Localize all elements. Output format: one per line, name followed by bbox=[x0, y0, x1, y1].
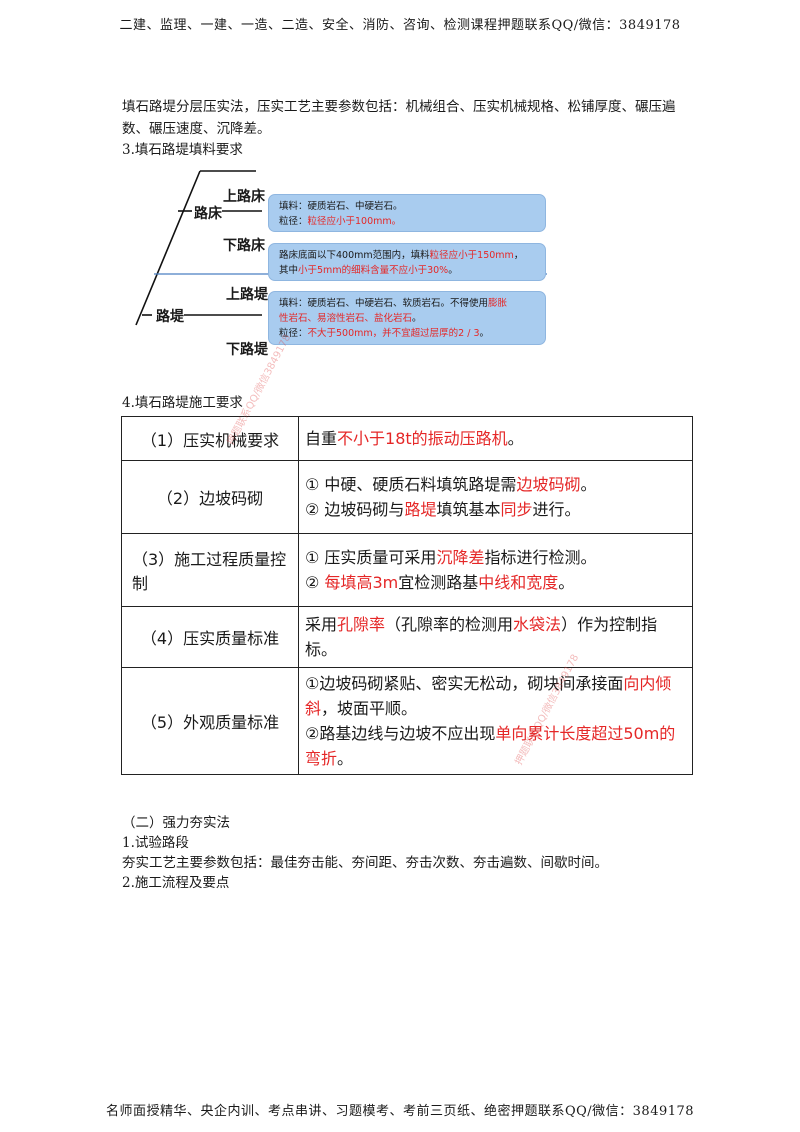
row-value: 自重不小于18t的振动压路机。 bbox=[298, 416, 693, 461]
table-row: （3）施工过程质量控制 ① 压实质量可采用沉降差指标进行检测。 ② 每填高3m宜… bbox=[121, 533, 693, 607]
row-key: （5）外观质量标准 bbox=[121, 667, 299, 775]
fill-requirements-diagram: 上路床 路床 下路床 上路堤 路堤 下路堤 填料：硬质岩石、中硬岩石。 粒径：粒… bbox=[122, 163, 562, 363]
row-value: ① 中硬、硬质石料填筑路堤需边坡码砌。 ② 边坡码砌与路堤填筑基本同步进行。 bbox=[298, 460, 693, 534]
page-header: 二建、监理、一建、一造、二造、安全、消防、咨询、检测课程押题联系QQ/微信：38… bbox=[119, 18, 681, 33]
subgrade-label: 路床 bbox=[194, 206, 222, 222]
construction-requirements-table: （1）压实机械要求 自重不小于18t的振动压路机。 （2）边坡码砌 ① 中硬、硬… bbox=[121, 416, 693, 775]
row-key: （3）施工过程质量控制 bbox=[121, 533, 299, 607]
lower-subgrade-fill-box: 路床底面以下400mm范围内，填料粒径应小于150mm， 其中小于5mm的细料含… bbox=[268, 243, 546, 281]
row-value: 采用孔隙率（孔隙率的检测用水袋法）作为控制指标。 bbox=[298, 606, 693, 668]
section-dynamic-title: （二）强力夯实法 bbox=[122, 815, 230, 831]
upper-subgrade-label: 上路床 bbox=[223, 189, 265, 205]
row-value: ①边坡码砌紧贴、密实无松动，砌块间承接面向内倾斜，坡面平顺。 ②路基边线与边坡不… bbox=[298, 667, 693, 775]
upper-embankment-label: 上路堤 bbox=[226, 287, 268, 303]
table-row: （4）压实质量标准 采用孔隙率（孔隙率的检测用水袋法）作为控制指标。 bbox=[121, 606, 693, 668]
table-row: （1）压实机械要求 自重不小于18t的振动压路机。 bbox=[121, 416, 693, 461]
embankment-fill-box: 填料：硬质岩石、中硬岩石、软质岩石。不得使用膨胀 性岩石、易溶性岩石、盐化岩石。… bbox=[268, 291, 546, 345]
trial-section-title: 1.试验路段 bbox=[122, 835, 189, 851]
row-key: （4）压实质量标准 bbox=[121, 606, 299, 668]
intro-paragraph: 填石路堤分层压实法，压实工艺主要参数包括：机械组合、压实机械规格、松铺厚度、碾压… bbox=[122, 99, 676, 137]
lower-embankment-label: 下路堤 bbox=[226, 342, 268, 358]
page-footer: 名师面授精华、央企内训、考点串讲、习题模考、考前三页纸、绝密押题联系QQ/微信：… bbox=[105, 1104, 695, 1119]
table-row: （2）边坡码砌 ① 中硬、硬质石料填筑路堤需边坡码砌。 ② 边坡码砌与路堤填筑基… bbox=[121, 460, 693, 534]
row-key: （2）边坡码砌 bbox=[121, 460, 299, 534]
section-4-title: 4.填石路堤施工要求 bbox=[122, 395, 243, 411]
section-3-title: 3.填石路堤填料要求 bbox=[122, 142, 243, 158]
embankment-label: 路堤 bbox=[156, 309, 184, 325]
row-key: （1）压实机械要求 bbox=[121, 416, 299, 461]
lower-subgrade-label: 下路床 bbox=[223, 238, 265, 254]
subgrade-fill-box: 填料：硬质岩石、中硬岩石。 粒径：粒径应小于100mm。 bbox=[268, 194, 546, 232]
dynamic-params: 夯实工艺主要参数包括：最佳夯击能、夯间距、夯击次数、夯击遍数、间歇时间。 bbox=[122, 855, 608, 871]
row-value: ① 压实质量可采用沉降差指标进行检测。 ② 每填高3m宜检测路基中线和宽度。 bbox=[298, 533, 693, 607]
table-row: （5）外观质量标准 ①边坡码砌紧贴、密实无松动，砌块间承接面向内倾斜，坡面平顺。… bbox=[121, 667, 693, 775]
process-title: 2.施工流程及要点 bbox=[122, 875, 230, 891]
